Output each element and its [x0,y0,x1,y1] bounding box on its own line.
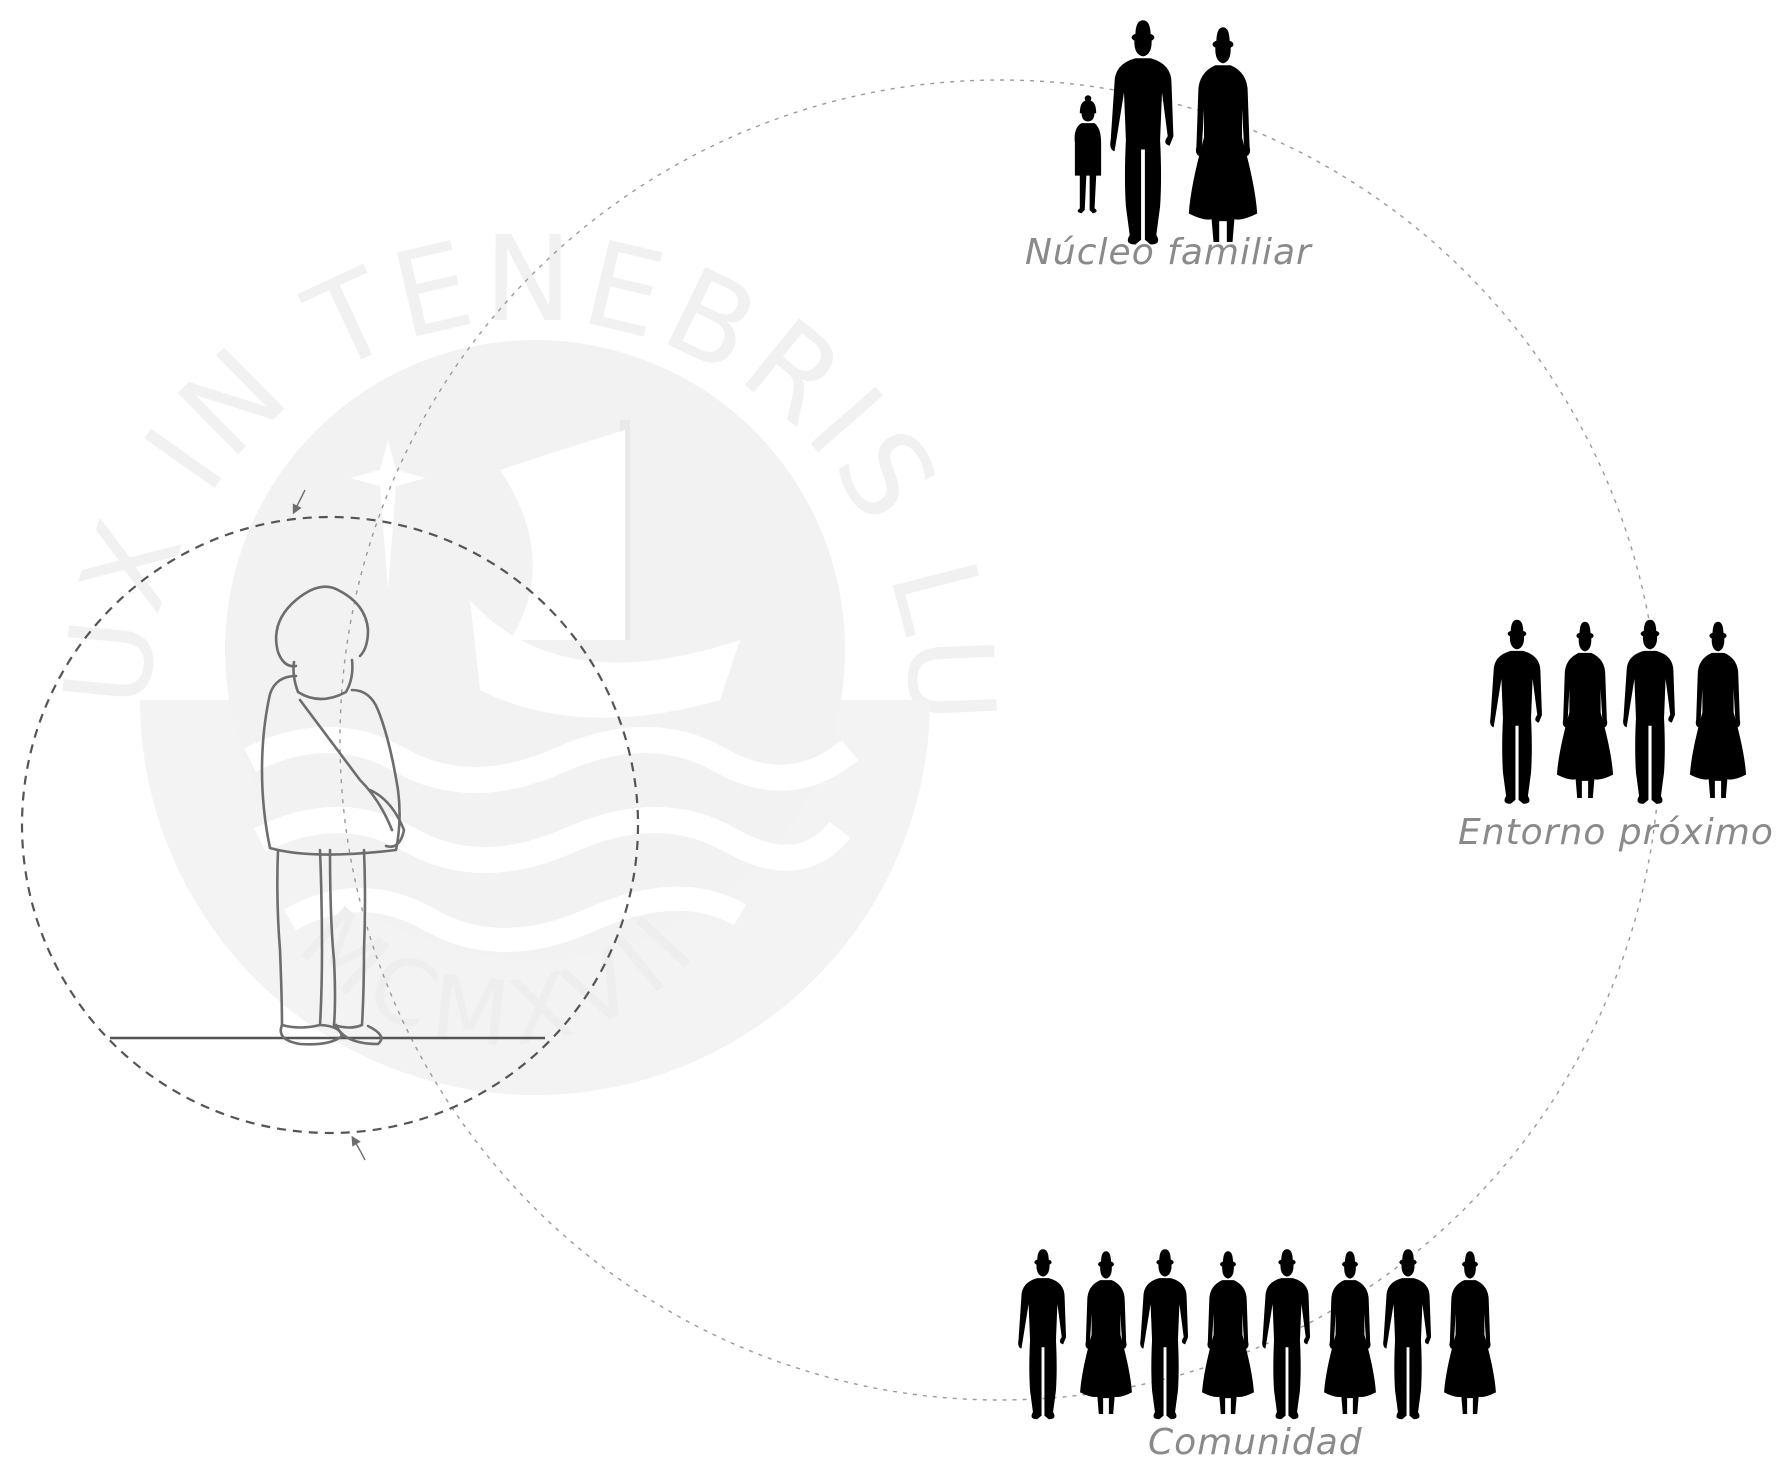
university-seal-watermark: ET LUX IN TENEBRIS LUCET MCMXVII [0,0,1015,1095]
family-icon [1074,95,1102,214]
level-label-entorno-proximo: Entorno próximo [1458,812,1774,853]
family-mother-figure [1188,27,1258,243]
child-figure-icon [260,585,406,1046]
community-group-icon [1018,1249,1496,1420]
arrow-top [292,489,306,515]
child-dotted-circle [20,515,640,1135]
arrow-bottom [351,1135,366,1161]
family-father-figure [1110,20,1174,245]
people-group-icon [1490,619,1747,804]
level-label-comunidad: Comunidad [1148,1422,1363,1463]
level-label-nucleo-familiar: Núcleo familiar [1025,232,1312,273]
